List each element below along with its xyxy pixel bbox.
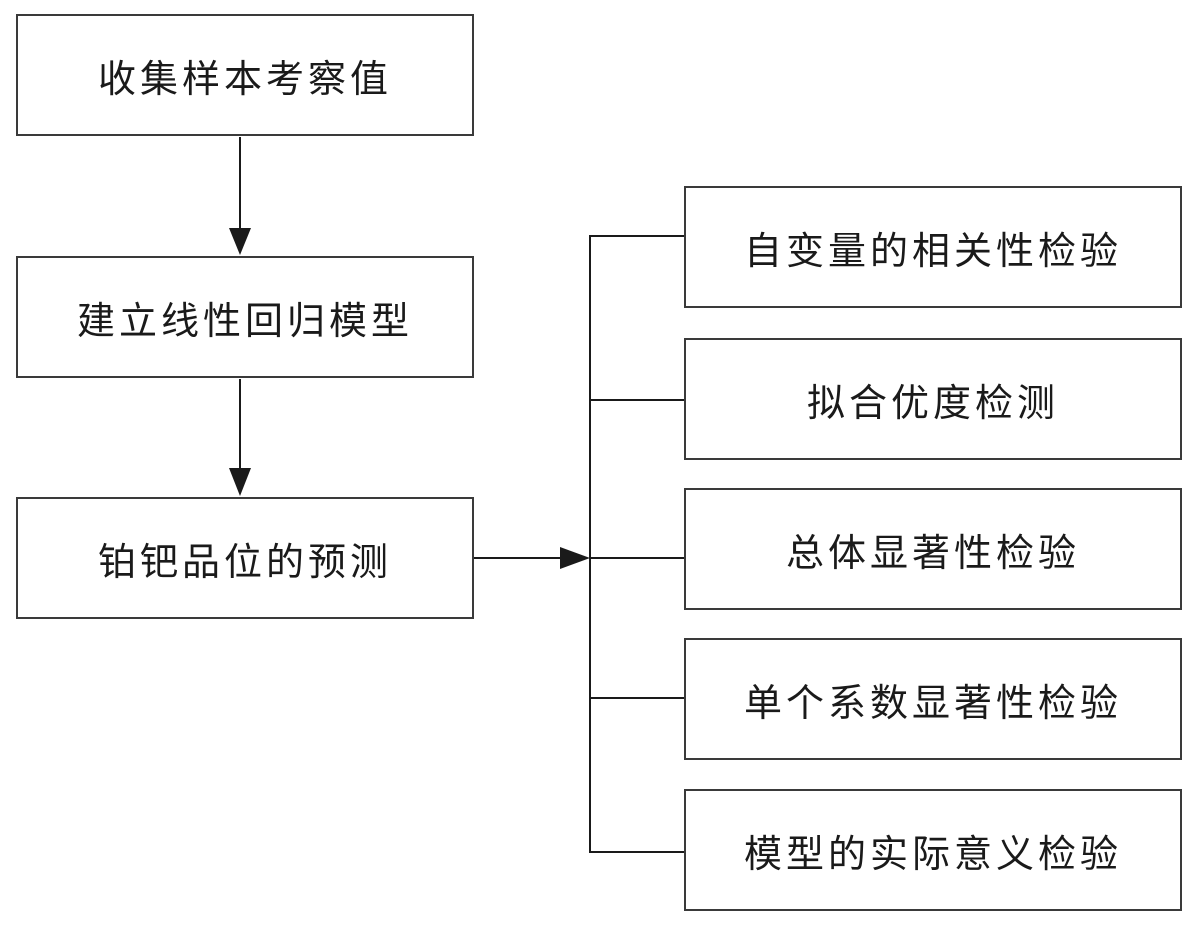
branch-arrow bbox=[474, 547, 590, 569]
step-grade-prediction: 铂钯品位的预测 bbox=[16, 497, 474, 619]
flow-arrow-1 bbox=[229, 137, 251, 255]
check-overall-significance: 总体显著性检验 bbox=[684, 488, 1182, 610]
check-coefficient-significance: 单个系数显著性检验 bbox=[684, 638, 1182, 760]
check-practical-meaning: 模型的实际意义检验 bbox=[684, 789, 1182, 911]
step-label: 铂钯品位的预测 bbox=[97, 539, 392, 584]
check-label: 单个系数显著性检验 bbox=[743, 680, 1122, 725]
step-label: 建立线性回归模型 bbox=[76, 298, 413, 343]
check-label: 总体显著性检验 bbox=[785, 530, 1080, 575]
step-collect-samples: 收集样本考察值 bbox=[16, 14, 474, 136]
check-label: 自变量的相关性检验 bbox=[743, 228, 1122, 273]
flow-arrow-2 bbox=[229, 379, 251, 496]
check-goodness-of-fit: 拟合优度检测 bbox=[684, 338, 1182, 460]
step-build-regression-model: 建立线性回归模型 bbox=[16, 256, 474, 378]
step-label: 收集样本考察值 bbox=[97, 56, 392, 101]
check-label: 模型的实际意义检验 bbox=[743, 831, 1122, 876]
check-label: 拟合优度检测 bbox=[806, 380, 1059, 425]
check-collinearity: 自变量的相关性检验 bbox=[684, 186, 1182, 308]
